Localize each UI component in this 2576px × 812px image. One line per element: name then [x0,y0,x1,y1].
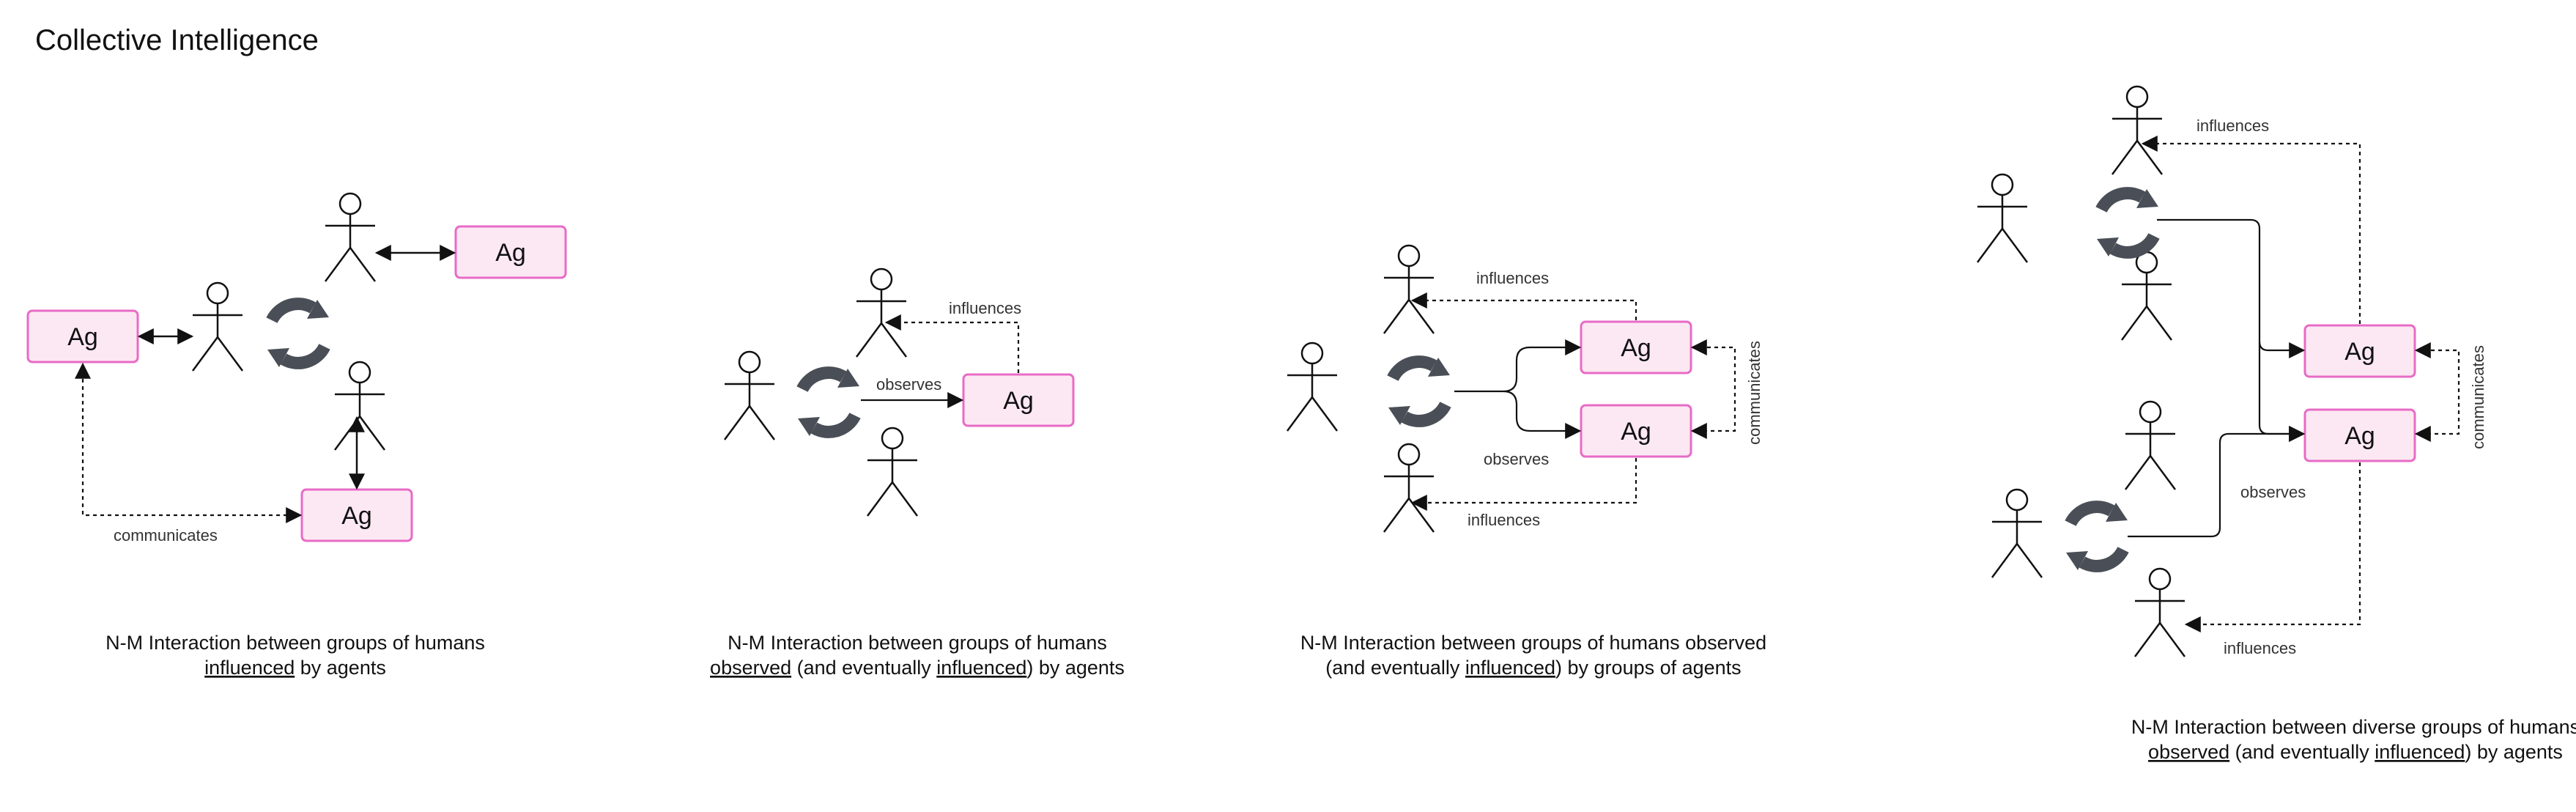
caption-line-1: N-M Interaction between groups of humans [728,632,1107,654]
caption-line-1: N-M Interaction between groups of humans… [1300,632,1766,654]
edge-label-communicates: communicates [1745,341,1763,445]
edge-label-observes: observes [876,375,941,394]
human-figure [2124,400,2177,491]
human-figure [723,350,776,441]
edge-observes-top [2157,218,2306,358]
edge-label-observes: observes [2240,483,2306,501]
edge-label-communicates: communicates [114,526,218,545]
agent-label: Ag [495,239,526,267]
edge-influences-bottom [1410,458,1637,511]
edge-influences-top [2141,136,2361,324]
caption-line-2: (and eventually influenced) by groups of… [1325,657,1741,679]
caption-line-2: influenced by agents [204,657,386,679]
human-figure [866,427,919,517]
human-figure [855,267,908,358]
edge-observes-bottom [2128,426,2306,538]
diagram-2: Ag observes influences N-M Interaction b… [710,267,1125,679]
edge-label-influences-top: influences [2196,117,2269,135]
caption-line-2: observed (and eventually influenced) by … [710,657,1125,679]
human-figure [191,281,244,372]
agent-label: Ag [2344,422,2375,450]
human-figure [2111,85,2164,176]
edge-communicates [1690,339,1736,439]
caption-line-2: observed (and eventually influenced) by … [2148,741,2563,763]
edge-label-influences-top: influences [1476,269,1549,287]
diagram-1: Ag Ag Ag communicates N-M Interaction be… [26,192,567,679]
human-figure [1991,488,2043,579]
cycle-icon [2066,503,2128,570]
human-figure [1383,244,1435,335]
human-figure [2133,567,2186,658]
human-figure [2120,251,2173,342]
cycle-icon [798,369,859,436]
caption-line-1: N-M Interaction between groups of humans [106,632,485,654]
edge-communicates [75,362,303,523]
edge-influences-top [1410,292,1637,320]
edge-label-communicates: communicates [2469,345,2487,449]
agent-label: Ag [1621,418,1651,446]
page-title: Collective Intelligence [35,24,319,56]
edge-influences [884,314,1020,373]
agent-label: Ag [341,502,372,530]
cycle-icon [1388,358,1450,425]
edge-observes-top [1454,339,1582,393]
edge-observes-merge [2258,342,2306,442]
edge-communicates [2414,342,2460,442]
edge-label-influences-bottom: influences [1467,511,1540,529]
cycle-icon [2097,189,2158,256]
agent-label: Ag [1003,387,1034,415]
diagram-3: Ag Ag observes influences influences com… [1286,244,1766,679]
human-figure [1976,173,2029,264]
human-figure [1286,342,1339,432]
human-figure [324,192,377,283]
edge-observes-bottom [1503,390,1582,439]
edge-label-influences-bottom: influences [2224,639,2296,657]
edge-label-observes: observes [1484,450,1549,468]
agent-label: Ag [67,323,98,351]
edge-label-influences: influences [949,299,1021,317]
diagram-4: Ag Ag observes influences influences com… [1976,85,2576,763]
cycle-icon [267,300,329,367]
human-figure [333,361,386,451]
caption-line-1: N-M Interaction between diverse groups o… [2131,716,2576,738]
agent-label: Ag [1621,334,1651,362]
edge-influences-bottom [2184,462,2361,632]
agent-label: Ag [2344,338,2375,366]
human-figure [1383,443,1435,534]
